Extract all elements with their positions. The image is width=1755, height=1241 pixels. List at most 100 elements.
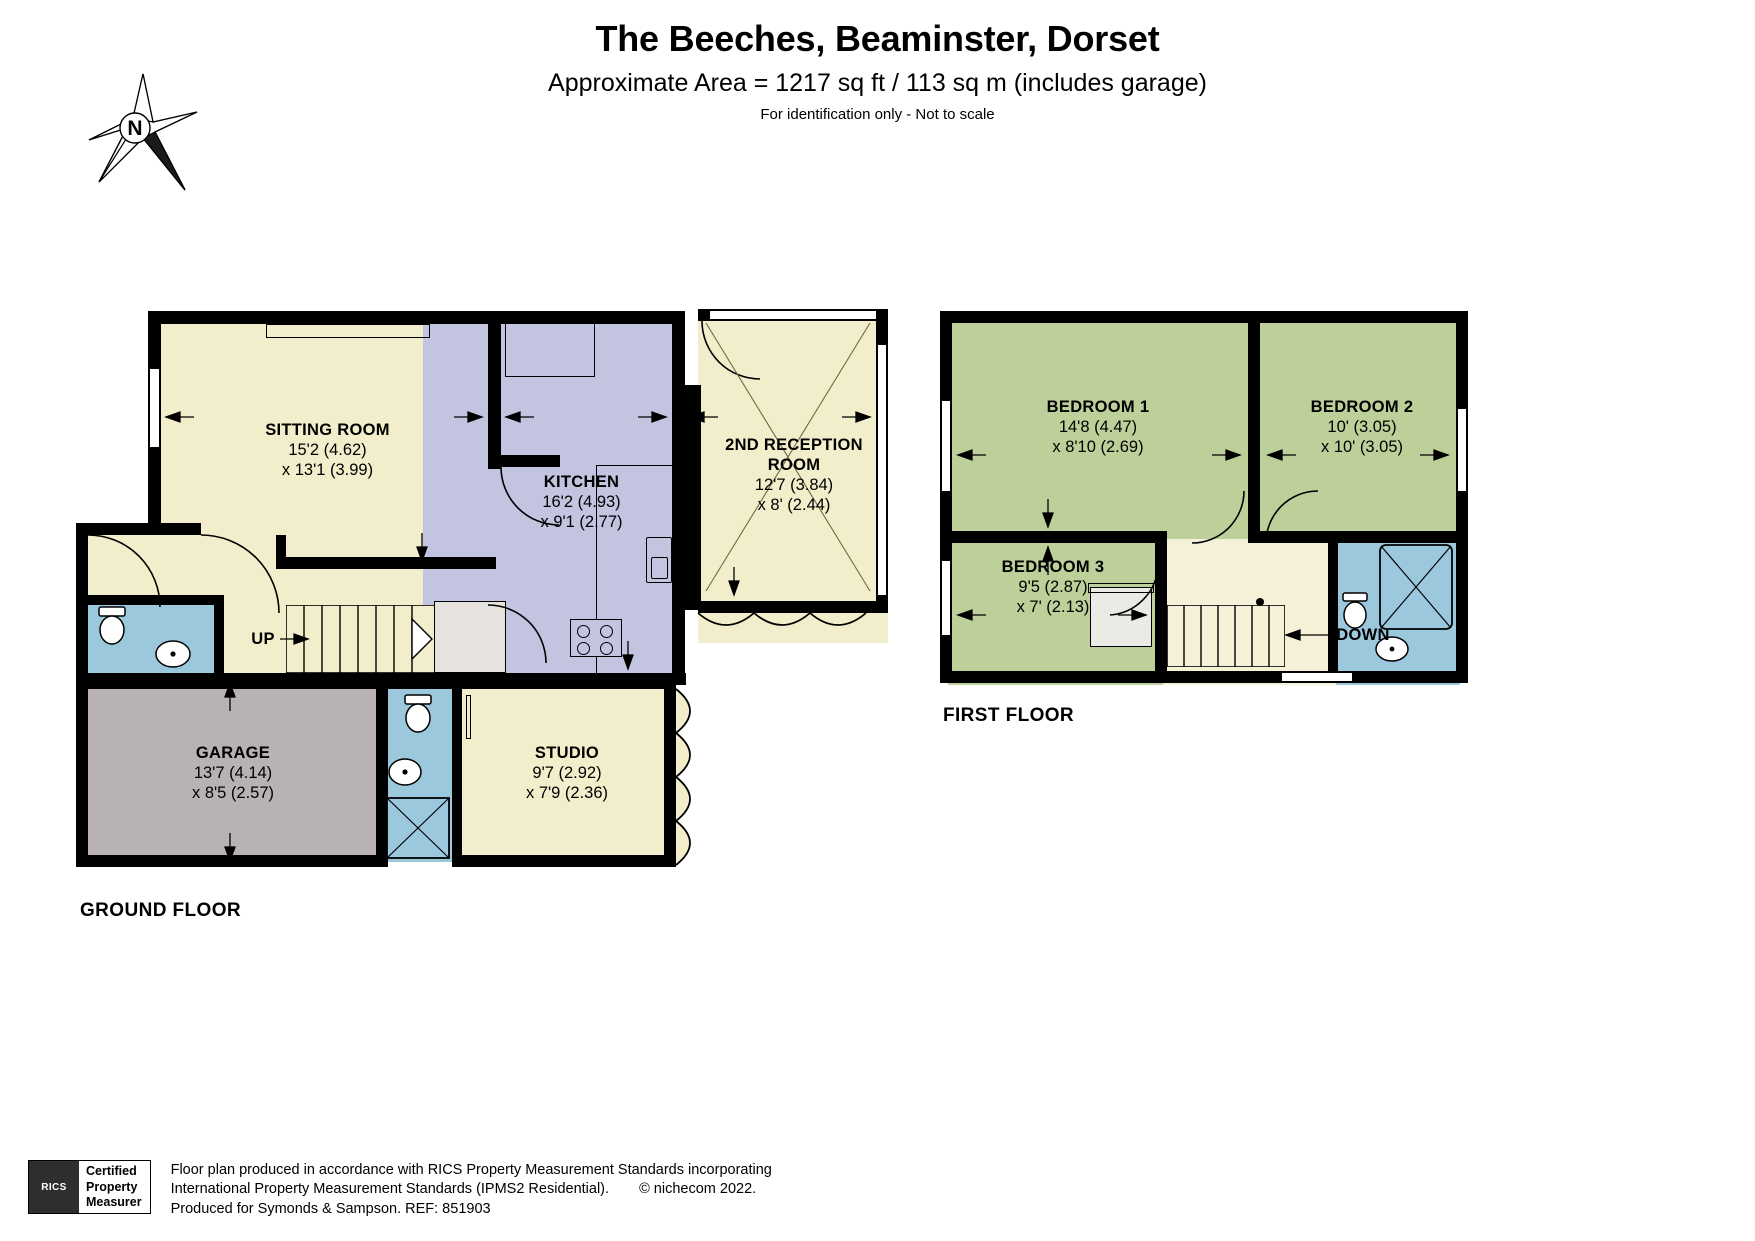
room-name-second-reception-2: ROOM xyxy=(767,456,821,475)
wall-first-left-mid xyxy=(940,491,952,561)
wall-first-right-mid xyxy=(1456,491,1468,683)
wall-bedroom2-bottom xyxy=(1248,531,1468,543)
plan-header: The Beeches, Beaminster, Dorset Approxim… xyxy=(0,18,1755,123)
label-kitchen: KITCHEN 16'2 (4.93) x 9'1 (2.77) xyxy=(504,472,659,532)
footer-line-3: Produced for Symonds & Sampson. REF: 851… xyxy=(170,1200,491,1217)
wc-basin-upper xyxy=(154,639,192,669)
wall-ground-left-mid xyxy=(148,445,161,475)
compass-north-letter: N xyxy=(127,117,142,140)
kitchen-hob-ring-4 xyxy=(600,642,613,655)
room-fill-studio xyxy=(460,687,675,862)
label-bedroom2: BEDROOM 2 10' (3.05) x 10' (3.05) xyxy=(1282,397,1442,457)
compass-rose: N xyxy=(85,70,205,205)
wall-sitting-bottom-seg xyxy=(276,557,496,569)
staircase-ground xyxy=(285,604,437,674)
window-reception-right xyxy=(876,345,888,595)
staircase-first xyxy=(1166,604,1286,668)
room-dim1-bedroom1: 14'8 (4.47) xyxy=(1058,418,1138,437)
wall-garage-left xyxy=(76,677,88,867)
window-reception-top xyxy=(710,309,876,321)
room-name-second-reception-1: 2ND RECEPTION xyxy=(725,436,863,454)
room-name-kitchen: KITCHEN xyxy=(543,473,620,491)
room-dim1-garage: 13'7 (4.14) xyxy=(193,764,273,783)
kitchen-hob-ring-2 xyxy=(600,625,613,638)
wall-garage-right xyxy=(376,677,388,867)
wall-studio-bottom xyxy=(452,855,676,867)
wall-garage-bottom xyxy=(76,855,388,867)
fitting-kitchen-worktop-top xyxy=(505,319,595,377)
wc-toilet-lower xyxy=(402,693,434,735)
wall-reception-left xyxy=(685,385,701,610)
wc-basin-lower xyxy=(386,757,424,792)
room-dim2-bedroom3: x 7' (2.13) xyxy=(1016,598,1090,617)
room-dim1-kitchen: 16'2 (4.93) xyxy=(542,493,621,512)
wall-reception-bottom xyxy=(698,601,888,613)
wall-first-left xyxy=(940,311,952,401)
room-fill-garage xyxy=(84,687,384,862)
footer-line-2b: © nichecom 2022. xyxy=(639,1181,757,1198)
kitchen-hob-ring-1 xyxy=(577,625,590,638)
kitchen-hob-ring-3 xyxy=(577,642,590,655)
bath-first-floor xyxy=(1378,543,1454,631)
wall-first-top xyxy=(940,311,1468,323)
window-bedroom1-left xyxy=(940,401,952,491)
wall-ground-left-hall xyxy=(76,523,161,535)
room-dim1-studio: 9'7 (2.92) xyxy=(532,764,602,783)
room-dim2-garage: x 8'5 (2.57) xyxy=(191,784,275,803)
room-name-studio: STUDIO xyxy=(534,744,600,762)
rics-line-1: Certified xyxy=(86,1164,137,1179)
label-sitting-room: SITTING ROOM 15'2 (4.62) x 13'1 (3.99) xyxy=(245,420,410,480)
fitting-sitting-alcove xyxy=(266,324,430,338)
first-floor-plan: BEDROOM 1 14'8 (4.47) x 8'10 (2.69) BEDR… xyxy=(930,305,1550,705)
window-landing-bottom xyxy=(1282,671,1352,683)
room-dim2-bedroom1: x 8'10 (2.69) xyxy=(1052,438,1144,457)
rics-line-2: Property xyxy=(86,1179,138,1194)
wall-studio-right xyxy=(664,677,676,867)
room-name-bedroom2: BEDROOM 2 xyxy=(1310,398,1414,416)
approximate-area: Approximate Area = 1217 sq ft / 113 sq m… xyxy=(548,69,1207,97)
wall-kitchen-bottom xyxy=(488,673,686,685)
room-name-garage: GARAGE xyxy=(195,744,271,762)
rics-logo: RICS xyxy=(29,1161,79,1214)
label-studio: STUDIO 9'7 (2.92) x 7'9 (2.36) xyxy=(492,743,642,803)
room-dim1-bedroom3: 9'5 (2.87) xyxy=(1018,578,1088,597)
page-title: The Beeches, Beaminster, Dorset xyxy=(595,18,1160,59)
wc-toilet-upper xyxy=(96,605,128,647)
footer-line-1: Floor plan produced in accordance with R… xyxy=(170,1162,772,1179)
stairs-down-label: DOWN xyxy=(1336,626,1390,644)
wall-hall-bottom xyxy=(76,673,496,685)
room-name-bedroom3: BEDROOM 3 xyxy=(1001,558,1105,576)
ground-floor-label: GROUND FLOOR xyxy=(80,900,242,921)
room-name-sitting-room: SITTING ROOM xyxy=(265,421,390,439)
wall-sitting-bottom-left xyxy=(161,523,201,535)
room-dim1-sitting-room: 15'2 (4.62) xyxy=(288,441,367,460)
room-dim2-sitting-room: x 13'1 (3.99) xyxy=(281,461,374,480)
wall-landing-right xyxy=(1328,539,1338,683)
stair-landing-ground xyxy=(434,601,506,673)
fitting-lower-bath-edge xyxy=(466,695,471,739)
footer-line-2a: International Property Measurement Stand… xyxy=(170,1181,610,1198)
wall-first-bottom xyxy=(940,671,1468,683)
wall-ground-left-lower xyxy=(148,475,161,523)
studio-bay-wall xyxy=(674,688,691,866)
wall-wc-right xyxy=(214,595,224,677)
wall-sitting-bottom-right xyxy=(276,535,286,567)
window-sitting-left-1 xyxy=(148,369,161,447)
fitting-kitchen-worktop-right xyxy=(596,465,674,685)
room-dim2-second-reception: x 8' (2.44) xyxy=(757,496,831,515)
wall-first-right xyxy=(1456,311,1468,409)
kitchen-sink-bowl xyxy=(651,557,668,579)
label-stairs-down: DOWN xyxy=(1330,625,1396,645)
rics-line-3: Measurer xyxy=(86,1194,142,1209)
rics-badge: RICS Certified Property Measurer xyxy=(28,1160,151,1215)
first-floor-label: FIRST FLOOR xyxy=(943,705,1075,726)
window-bedroom3-left xyxy=(940,561,952,635)
ground-floor-plan: SITTING ROOM 15'2 (4.62) x 13'1 (3.99) K… xyxy=(70,305,900,875)
label-stairs-up: UP xyxy=(246,629,280,649)
wall-bedroom1-bedroom2 xyxy=(1248,311,1260,539)
wall-kitchen-right-mid xyxy=(672,399,685,685)
wall-kitchen-right-top xyxy=(672,311,685,399)
identification-note: For identification only - Not to scale xyxy=(760,106,995,123)
room-dim1-bedroom2: 10' (3.05) xyxy=(1327,418,1397,437)
